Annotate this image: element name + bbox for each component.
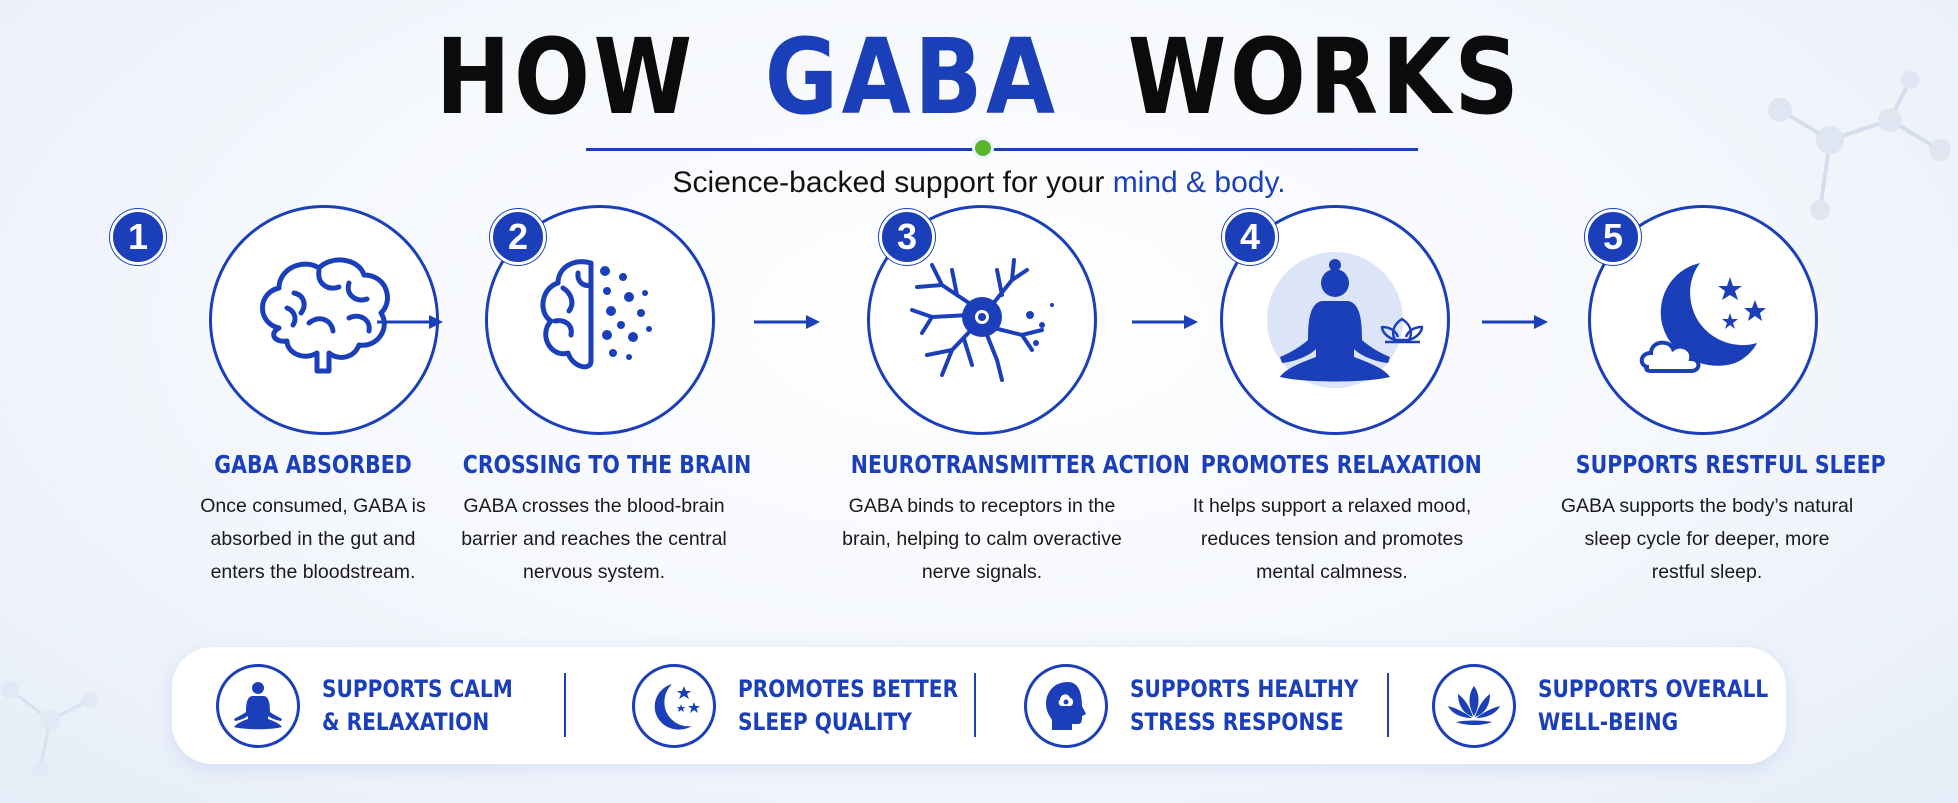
step-heading: GABA ABSORBED [214,450,412,479]
title-gaba: GABA [764,16,1059,138]
benefit-divider [1387,673,1389,737]
arrow-icon [754,315,820,329]
subtitle-highlight: mind & body. [1112,166,1286,199]
step-heading: PROMOTES RELAXATION [1200,450,1482,479]
molecule-decoration [1768,71,1951,220]
benefit-stress: SUPPORTS HEALTHY STRESS RESPONSE [1024,647,1402,764]
moon-stars-icon [1639,263,1766,373]
benefit-calm: SUPPORTS CALM & RELAXATION [216,647,549,764]
benefits-panel: SUPPORTS CALM & RELAXATION PROMOTES BETT… [172,647,1786,764]
page-title: HOW GABA WORKS [137,16,1821,138]
moon-stars-icon [654,683,700,730]
benefit-divider [974,673,976,737]
step-number-badge: 2 [490,209,546,265]
molecule-decoration [1,681,98,778]
benefit-icon-circle [1432,663,1516,748]
benefit-wellbeing: SUPPORTS OVERALL WELL-BEING [1432,647,1812,764]
title-accent-dot [972,137,994,159]
head-profile-icon [1046,681,1086,730]
step-number-badge: 5 [1585,209,1641,265]
title-works: WORKS [1127,16,1523,138]
arrow-icon [1482,315,1548,329]
benefit-label: SUPPORTS CALM & RELAXATION [322,674,513,736]
step-description: GABA crosses the blood-brain barrier and… [461,495,727,583]
benefit-icon-circle [1024,663,1108,748]
step-heading: NEUROTRANSMITTER ACTION [850,450,1190,479]
step-description: It helps support a relaxed mood, reduces… [1192,495,1472,583]
meditation-icon [234,681,282,729]
step-number-badge: 3 [879,209,935,265]
title-underline [586,148,1418,151]
title-how: HOW [435,16,696,138]
subtitle: Science-backed support for your mind & b… [672,166,1286,199]
step-number-badge: 1 [110,209,166,265]
benefit-divider [564,673,566,737]
brain-particles-icon [540,259,652,370]
step-heading: SUPPORTS RESTFUL SLEEP [1575,450,1886,479]
benefit-label: PROMOTES BETTER SLEEP QUALITY [738,674,959,736]
arrow-icon [377,315,443,329]
step-description: GABA binds to receptors in the brain, he… [842,495,1122,583]
meditation-icon [1267,252,1424,388]
benefit-icon-circle [216,663,300,748]
benefit-label: SUPPORTS HEALTHY STRESS RESPONSE [1130,674,1359,736]
benefit-icon-circle [632,663,716,748]
benefit-sleep: PROMOTES BETTER SLEEP QUALITY [632,647,1000,764]
step-description: Once consumed, GABA is absorbed in the g… [200,495,426,583]
benefit-label: SUPPORTS OVERALL WELL-BEING [1538,674,1769,736]
neuron-icon [910,258,1054,382]
step-description: GABA supports the body’s natural sleep c… [1560,495,1854,583]
lotus-icon [1448,685,1500,725]
brain-icon [260,257,390,374]
step-number-badge: 4 [1222,209,1278,265]
step-heading: CROSSING TO THE BRAIN [462,450,752,479]
arrow-icon [1132,315,1198,329]
